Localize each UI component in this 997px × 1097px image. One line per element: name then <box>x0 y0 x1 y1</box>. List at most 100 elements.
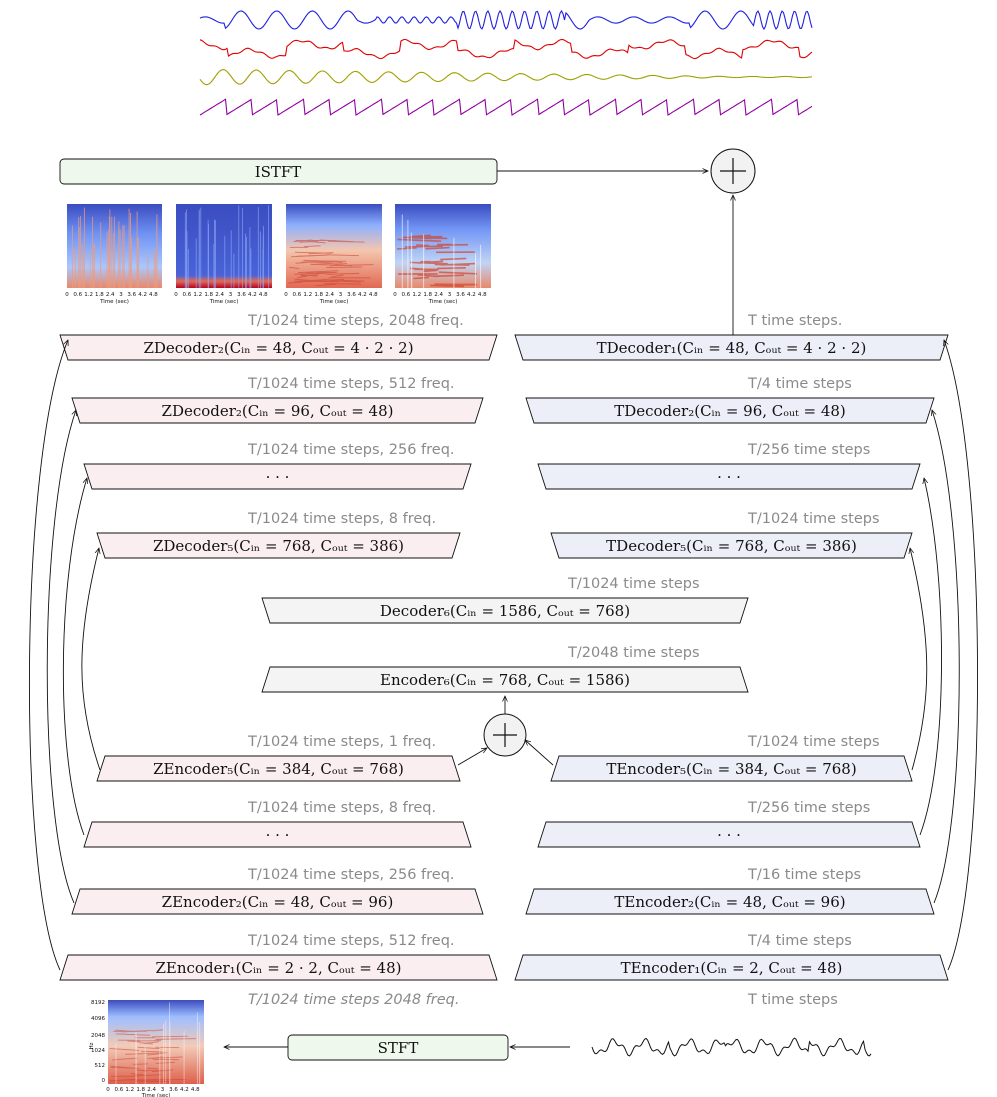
spectrogram-2-xlabel: Time (sec) <box>209 299 239 305</box>
zencoder-2-label: ZEncoder₂(Cᵢₙ = 48, Cₒᵤₜ = 96) <box>162 893 394 911</box>
spectrogram-4-xtick: 4.8 <box>478 292 487 298</box>
tencoder-2-box <box>525 888 935 915</box>
tdecoder-1-label: TDecoder₁(Cᵢₙ = 48, Cₒᵤₜ = 4 · 2 · 2) <box>597 339 867 357</box>
input-spectrogram-xlabel: Time (sec) <box>141 1093 171 1097</box>
spectrogram-3-xtick: 3.6 <box>347 292 356 298</box>
spectrogram-3-xtick: 0 <box>284 292 288 298</box>
zencoder-3-shape-note: T/1024 time steps, 8 freq. <box>247 800 436 816</box>
input-spectrogram-ytick: 0 <box>102 1078 106 1084</box>
spectrogram-1-xlabel: Time (sec) <box>99 299 129 305</box>
input-spectrogram-xtick: 4.2 <box>180 1087 189 1093</box>
spectrogram-3-xtick: 4.2 <box>358 292 367 298</box>
spectrogram-2-xtick: 4.8 <box>259 292 268 298</box>
spectrogram-1-xtick: 0.6 <box>73 292 82 298</box>
tdecoder-3-shape-note: T/256 time steps <box>747 442 870 458</box>
tencoder-5-label: TEncoder₅(Cᵢₙ = 384, Cₒᵤₜ = 768) <box>606 760 856 778</box>
spectrogram-4-xlabel: Time (sec) <box>428 299 458 305</box>
zencoder-1-label: ZEncoder₁(Cᵢₙ = 2 · 2, Cₒᵤₜ = 48) <box>156 959 402 977</box>
tdecoder-2-shape-note: T/4 time steps <box>747 376 852 392</box>
spectrogram-4 <box>395 204 491 288</box>
input-waveform <box>591 1037 872 1057</box>
zencoder-2-box <box>71 888 484 915</box>
skip-t4 <box>910 548 928 771</box>
tdecoder-2-box <box>525 397 935 424</box>
spectrogram-3-xtick: 4.8 <box>369 292 378 298</box>
zencoder-5-box <box>96 755 461 782</box>
spectrogram-2-xtick: 0 <box>174 292 178 298</box>
input-spectrogram-xtick: 4.8 <box>191 1087 200 1093</box>
input-spectrogram-xtick: 1.8 <box>136 1087 145 1093</box>
spectrogram-2-xtick: 1.2 <box>193 292 202 298</box>
spectrogram-4-xtick: 0 <box>393 292 397 298</box>
spectrogram-2-xtick: 3 <box>229 292 233 298</box>
output-waveforms <box>199 9 813 116</box>
zdecoder-5-box <box>96 532 461 559</box>
skip-t1 <box>944 340 978 971</box>
zencoder-5-shape-note: T/1024 time steps, 1 freq. <box>247 734 436 750</box>
spectrogram-3-xtick: 2.4 <box>325 292 334 298</box>
spectrogram-3-xtick: 1.2 <box>303 292 312 298</box>
spectrogram-3-xlabel: Time (sec) <box>319 299 349 305</box>
zdecoder-3-label: · · · <box>266 468 290 486</box>
decoder-6-shape-note: T/1024 time steps <box>567 576 700 592</box>
tdecoder-1-box <box>514 334 949 361</box>
spectrogram-3-xtick: 0.6 <box>293 292 302 298</box>
zdecoder-2-box <box>71 397 484 424</box>
bottleneck-sum-node <box>483 713 527 757</box>
spectrogram-3 <box>286 204 382 288</box>
zdecoder-1-box <box>59 334 498 361</box>
zencoder-2-shape-note: T/1024 time steps, 256 freq. <box>247 867 455 883</box>
zencoder-3-box <box>83 821 472 848</box>
input-spectrogram-ytick: 4096 <box>91 1016 105 1022</box>
tencoder-2-label: TEncoder₂(Cᵢₙ = 48, Cₒᵤₜ = 96) <box>614 893 845 911</box>
z-input-shape-note: T/1024 time steps 2048 freq. <box>248 992 459 1008</box>
spectrogram-1-xtick: 4.8 <box>149 292 158 298</box>
input-spectrogram-xtick: 2.4 <box>147 1087 156 1093</box>
zdecoder-2-shape-note: T/1024 time steps, 512 freq. <box>247 376 455 392</box>
spectrogram-2-xtick: 4.2 <box>248 292 257 298</box>
zdecoder-5-shape-note: T/1024 time steps, 8 freq. <box>247 511 436 527</box>
encoder-6-label: Encoder₆(Cᵢₙ = 768, Cₒᵤₜ = 1586) <box>380 671 630 689</box>
tdecoder-3-label: · · · <box>717 468 741 486</box>
spectrogram-4-xtick: 4.2 <box>467 292 476 298</box>
zencoder-3-label: · · · <box>266 826 290 844</box>
spectrogram-3-xtick: 1.8 <box>314 292 323 298</box>
zdecoder-1-label: ZDecoder₂(Cᵢₙ = 48, Cₒᵤₜ = 4 · 2 · 2) <box>143 339 413 357</box>
zencoder-5-label: ZEncoder₅(Cᵢₙ = 384, Cₒᵤₜ = 768) <box>153 760 404 778</box>
spectrogram-4-xtick: 1.8 <box>423 292 432 298</box>
spectrogram-2 <box>176 204 272 288</box>
zdecoder-1-shape-note: T/1024 time steps, 2048 freq. <box>247 313 464 329</box>
zdecoder-3-box <box>83 463 472 490</box>
encoder-6-shape-note: T/2048 time steps <box>567 645 700 661</box>
input-spectrogram-ytick: 1024 <box>91 1048 105 1054</box>
istft-label: ISTFT <box>255 163 302 181</box>
zdecoder-3-shape-note: T/1024 time steps, 256 freq. <box>247 442 455 458</box>
spectrogram-2-xtick: 1.8 <box>204 292 213 298</box>
spectrogram-2-xtick: 2.4 <box>215 292 224 298</box>
spectrogram-1-xtick: 1.8 <box>95 292 104 298</box>
spectrogram-4-xtick: 2.4 <box>434 292 443 298</box>
stft-label: STFT <box>378 1039 419 1057</box>
zdecoder-5-label: ZDecoder₅(Cᵢₙ = 768, Cₒᵤₜ = 386) <box>153 537 404 555</box>
input-spectrogram-ytick: 512 <box>95 1063 106 1069</box>
spectrogram-2-xtick: 3.6 <box>237 292 246 298</box>
tencoder-1-label: TEncoder₁(Cᵢₙ = 2, Cₒᵤₜ = 48) <box>621 959 843 977</box>
input-spectrogram-ytick: 2048 <box>91 1033 105 1039</box>
tdecoder-5-shape-note: T/1024 time steps <box>747 511 880 527</box>
skip-t2 <box>932 410 960 904</box>
input-spectrogram-xtick: 3 <box>161 1087 165 1093</box>
tencoder-2-shape-note: T/16 time steps <box>747 867 861 883</box>
decoder-6-label: Decoder₆(Cᵢₙ = 1586, Cₒᵤₜ = 768) <box>380 602 630 620</box>
input-spectrogram-ytick: 8192 <box>91 1000 105 1006</box>
skip-t3 <box>919 478 942 836</box>
tdecoder-2-label: TDecoder₂(Cᵢₙ = 96, Cₒᵤₜ = 48) <box>614 402 846 420</box>
input-spectrogram-xtick: 3.6 <box>169 1087 178 1093</box>
zencoder5-to-sum-arrow <box>457 748 487 766</box>
spectrogram-3-xtick: 3 <box>339 292 343 298</box>
input-spectrogram-xtick: 0 <box>106 1087 110 1093</box>
input-spectrogram-ylabel: Hz <box>89 1042 95 1049</box>
tencoder-5-box <box>550 755 913 782</box>
output-waveform-blue <box>199 9 813 31</box>
